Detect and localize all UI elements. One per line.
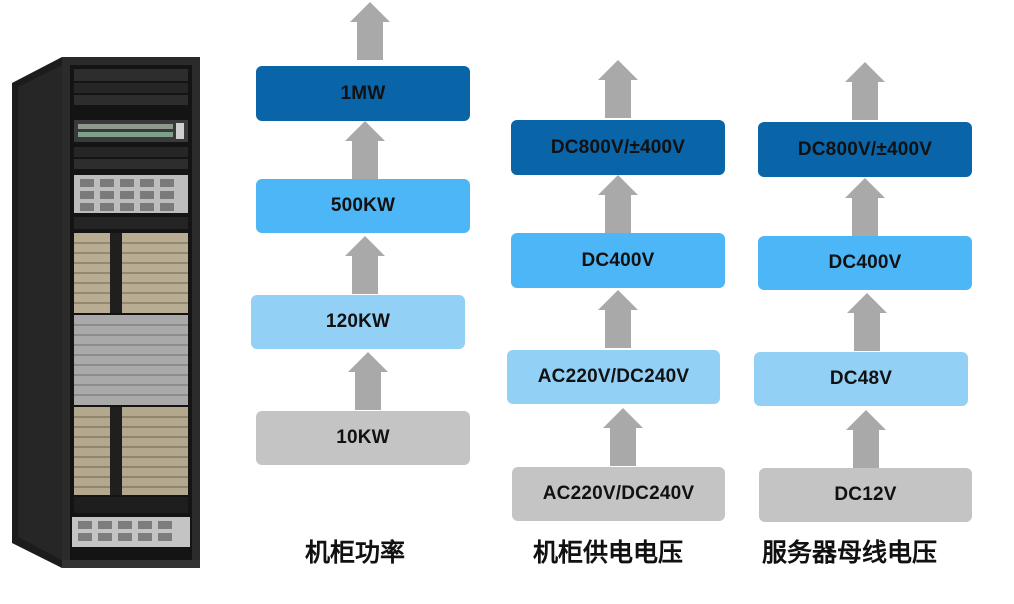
level-label: 10KW [336, 427, 390, 448]
up-arrow-icon [598, 60, 638, 118]
level-box-gray: DC12V [759, 468, 972, 522]
level-label: 500KW [330, 195, 396, 216]
level-label: DC48V [829, 368, 893, 389]
level-box-mid: DC400V [511, 233, 725, 288]
level-label: 120KW [325, 311, 391, 332]
level-box-dark: DC800V/±400V [758, 122, 972, 177]
level-label: DC800V/±400V [550, 136, 686, 158]
up-arrow-icon [845, 178, 885, 236]
up-arrow-icon [348, 352, 388, 410]
level-box-dark: DC800V/±400V [511, 120, 725, 175]
up-arrow-icon [845, 62, 885, 120]
up-arrow-icon [598, 290, 638, 348]
server-rack-icon [12, 57, 200, 568]
level-label: AC220V/DC240V [542, 483, 695, 504]
level-label: DC800V/±400V [797, 138, 933, 160]
level-label: AC220V/DC240V [537, 366, 690, 387]
level-box-mid: DC400V [758, 236, 972, 290]
up-arrow-icon [598, 175, 638, 233]
column-caption: 服务器母线电压 [762, 538, 938, 567]
up-arrow-icon [345, 121, 385, 179]
server-rack-image [10, 55, 202, 570]
level-box-mid: 500KW [256, 179, 470, 233]
level-box-dark: 1MW [256, 66, 470, 121]
up-arrow-icon [603, 408, 643, 466]
column-caption: 机柜供电电压 [533, 538, 684, 567]
level-box-light: 120KW [251, 295, 465, 349]
level-label: DC400V [581, 249, 655, 271]
level-box-gray: AC220V/DC240V [512, 467, 725, 521]
up-arrow-icon [847, 293, 887, 351]
level-box-gray: 10KW [256, 411, 470, 465]
level-label: 1MW [340, 82, 386, 104]
level-box-light: AC220V/DC240V [507, 350, 720, 404]
up-arrow-icon [345, 236, 385, 294]
level-label: DC400V [828, 252, 902, 273]
column-caption: 机柜功率 [305, 538, 406, 567]
level-label: DC12V [834, 484, 897, 505]
up-arrow-icon [846, 410, 886, 468]
level-box-light: DC48V [754, 352, 968, 406]
up-arrow-icon [350, 2, 390, 60]
